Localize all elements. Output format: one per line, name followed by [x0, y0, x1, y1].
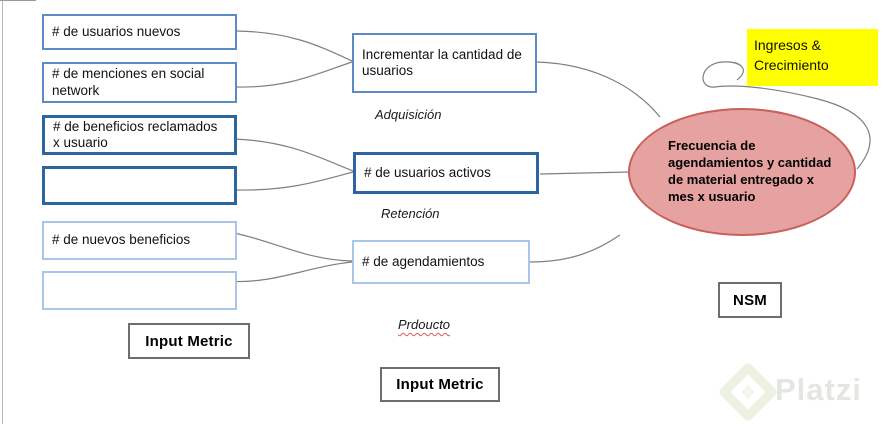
- stage-label-retencion: Retención: [381, 206, 440, 221]
- connector-incrementar-ellipse: [536, 61, 661, 118]
- input-box-menciones-social: # de menciones en social network: [42, 62, 237, 103]
- stage-box-usuarios-activos: # de usuarios activos: [353, 152, 539, 194]
- stage-label-producto: Prdoucto: [398, 317, 451, 332]
- nsm-ellipse: Frecuencia de agendamientos y cantidad d…: [628, 108, 856, 236]
- stage-box-incrementar-usuarios: Incrementar la cantidad de usuarios: [352, 33, 537, 93]
- connector-empty-box-2: [222, 261, 353, 283]
- input-metric-legend-left: Input Metric: [128, 323, 250, 359]
- nsm-ellipse-text: Frecuencia de agendamientos y cantidad d…: [668, 138, 832, 204]
- connector-empty-box-1: [236, 171, 354, 191]
- platzi-logo-icon: [719, 363, 777, 421]
- platzi-watermark-text: Platzi: [775, 372, 862, 407]
- input-box-nuevos-beneficios: # de nuevos beneficios: [42, 221, 237, 260]
- nsm-legend-box: NSM: [718, 282, 782, 318]
- connector-agendamientos-ellipse: [529, 234, 621, 263]
- input-box-beneficios-reclamados: # de beneficios reclamados x usuario: [42, 115, 237, 155]
- connector-menciones: [236, 61, 353, 88]
- connector-beneficios-reclamados: [233, 138, 354, 172]
- goal-note-line2: Crecimiento: [754, 56, 829, 73]
- stage-label-adquisicion: Adquisición: [375, 107, 442, 122]
- connector-nuevos-beneficios: [223, 230, 353, 262]
- input-metric-legend-center: Input Metric: [380, 367, 500, 402]
- slide-top-edge: [0, 0, 36, 1]
- input-box-empty-1: [42, 166, 237, 205]
- goal-note-ingresos-crecimiento: Ingresos & Crecimiento: [747, 29, 878, 86]
- input-box-empty-2: [42, 271, 237, 310]
- connector-activos-ellipse: [539, 171, 630, 175]
- stage-box-agendamientos: # de agendamientos: [352, 240, 530, 284]
- connector-usuarios-nuevos: [236, 30, 353, 62]
- slide-left-edge: [2, 0, 3, 424]
- goal-note-line1: Ingresos &: [754, 37, 821, 53]
- input-box-usuarios-nuevos: # de usuarios nuevos: [42, 14, 237, 50]
